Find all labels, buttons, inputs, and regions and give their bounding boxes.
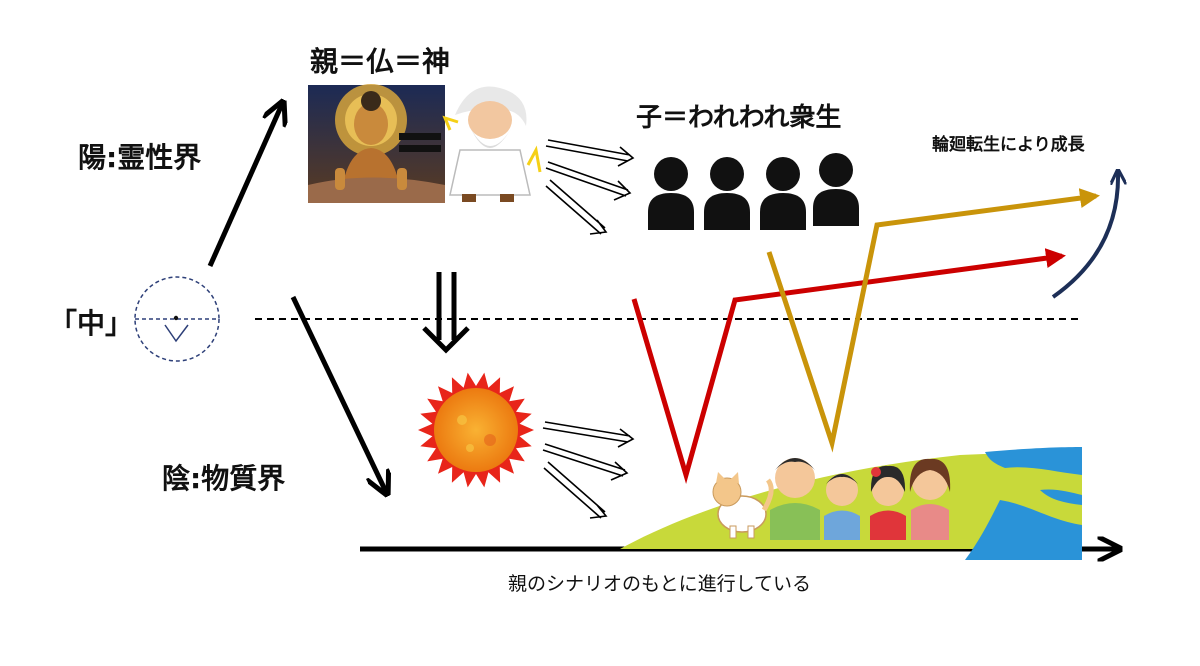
zeus-god-illustration	[442, 86, 542, 202]
arrow-up-to-spirit	[207, 102, 283, 268]
reincarnation-label: 輪廻転生により成長	[932, 135, 1085, 155]
equals-icon	[399, 133, 441, 152]
parent-label: 親＝仏＝神	[310, 45, 451, 78]
double-arrows-to-children	[545, 139, 635, 235]
cat-illustration	[712, 472, 774, 539]
center-circle-icon	[134, 276, 220, 362]
sun-illustration	[418, 372, 534, 488]
growth-curve-arrow	[1051, 172, 1118, 299]
yin-material-realm-label: 陰:物質界	[162, 462, 286, 495]
scenario-caption: 親のシナリオのもとに進行している	[508, 573, 812, 595]
center-label: 「中」	[49, 307, 134, 340]
children-label: 子＝われわれ衆生	[636, 103, 842, 133]
gold-reincarnation-arrow	[766, 188, 1100, 453]
praying-family-illustration	[770, 458, 951, 540]
big-down-double-arrow-icon	[422, 272, 470, 354]
buddha-illustration	[308, 84, 445, 203]
yang-spirit-realm-label: 陽:霊性界	[78, 141, 202, 174]
arrow-down-to-matter	[290, 295, 387, 494]
double-arrows-from-sun	[542, 421, 635, 519]
red-reincarnation-arrow	[631, 248, 1066, 485]
people-silhouette-icon	[648, 153, 859, 230]
